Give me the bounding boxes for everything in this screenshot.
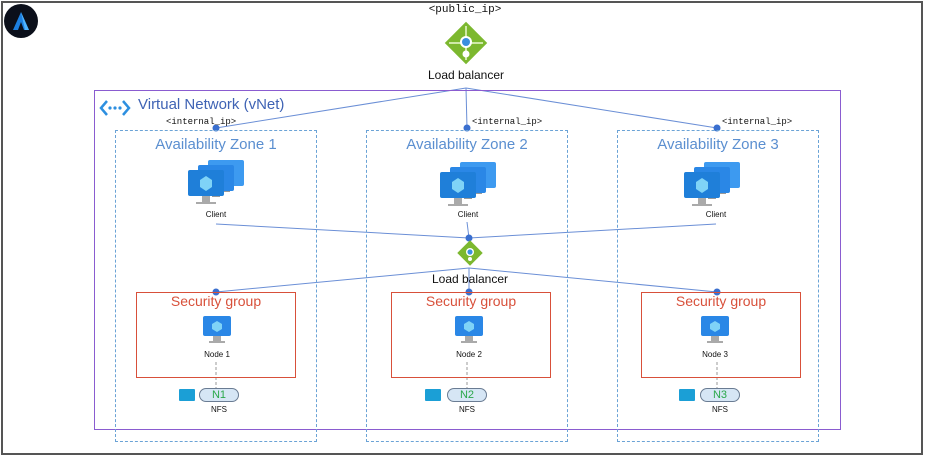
nfs-label: NFS xyxy=(712,405,728,414)
file-share-icon xyxy=(179,389,195,401)
nfs-disk[interactable]: N3 xyxy=(700,388,740,402)
security-group-title: Security group xyxy=(425,293,517,309)
security-group-title: Security group xyxy=(675,293,767,309)
connector-ilb-sg3 xyxy=(468,267,718,293)
availability-zone-1 xyxy=(115,130,317,442)
connector-client3-ilb xyxy=(468,223,717,239)
internal-ip-label: <internal_ip> xyxy=(166,117,237,127)
availability-zone-2 xyxy=(366,130,568,442)
node-label: Node 2 xyxy=(456,350,482,359)
connection-dot xyxy=(463,124,471,132)
public-load-balancer-label: Load balancer xyxy=(427,68,505,82)
node-vm-icon[interactable] xyxy=(202,315,232,345)
brand-logo xyxy=(4,4,38,38)
client-vm-icon[interactable] xyxy=(186,160,246,206)
internal-ip-label: <internal_ip> xyxy=(722,117,793,127)
virtual-network-boundary xyxy=(94,90,841,430)
internal-load-balancer-label: Load balancer xyxy=(431,272,509,286)
vnet-icon xyxy=(99,100,131,116)
connection-dot xyxy=(713,124,721,132)
connector-lb-zone2 xyxy=(465,87,468,129)
connector-lb-zone3 xyxy=(465,87,718,129)
connector-ilb-sg1 xyxy=(215,267,470,293)
client-vm-icon[interactable] xyxy=(438,162,498,208)
connection-dot xyxy=(465,234,473,242)
internal-load-balancer-icon[interactable] xyxy=(455,238,485,268)
vnet-title: Virtual Network (vNet) xyxy=(138,96,285,113)
client-label: Client xyxy=(457,210,479,219)
node-label: Node 3 xyxy=(702,350,728,359)
nfs-label: NFS xyxy=(459,405,475,414)
node-vm-icon[interactable] xyxy=(454,315,484,345)
client-label: Client xyxy=(705,210,727,219)
availability-zone-3 xyxy=(617,130,819,442)
nfs-disk[interactable]: N1 xyxy=(199,388,239,402)
load-balancer-icon[interactable] xyxy=(441,18,491,68)
client-vm-icon[interactable] xyxy=(682,162,742,208)
security-group-title: Security group xyxy=(170,293,262,309)
zone-title: Availability Zone 1 xyxy=(155,136,277,153)
nfs-label: NFS xyxy=(211,405,227,414)
azure-logo-icon xyxy=(13,12,29,30)
public-ip-label: <public_ip> xyxy=(428,4,502,16)
connection-dot xyxy=(212,124,220,132)
file-share-icon xyxy=(679,389,695,401)
internal-ip-label: <internal_ip> xyxy=(472,117,543,127)
zone-title: Availability Zone 2 xyxy=(406,136,528,153)
zone-title: Availability Zone 3 xyxy=(657,136,779,153)
security-group-2 xyxy=(391,292,551,378)
node-label: Node 1 xyxy=(204,350,230,359)
file-share-icon xyxy=(425,389,441,401)
client-label: Client xyxy=(205,210,227,219)
node-vm-icon[interactable] xyxy=(700,315,730,345)
connector-lb-zone1 xyxy=(215,87,467,129)
nfs-disk[interactable]: N2 xyxy=(447,388,487,402)
security-group-1 xyxy=(136,292,296,378)
security-group-3 xyxy=(641,292,801,378)
connector-client1-ilb xyxy=(215,223,470,239)
